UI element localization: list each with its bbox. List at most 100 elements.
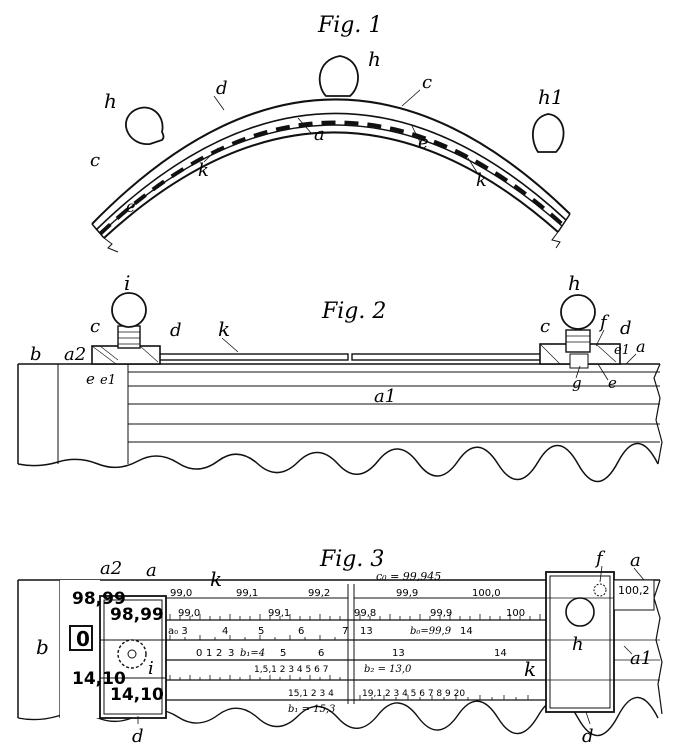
fig1-break-right [551, 231, 561, 249]
fig2-cursor-left [91, 292, 161, 365]
fig3-label-k-low: k [524, 657, 536, 681]
fig3-row3-labels: a₀ 3 4 5 6 7 13 b₀=99,9 14 [168, 626, 473, 637]
fig3-readout-bottom-slider: 14,10 [110, 685, 164, 705]
fig3-label-k-top: k [210, 567, 222, 591]
svg-text:99,1: 99,1 [236, 588, 258, 599]
fig3-label-i: i [148, 658, 154, 679]
fig3-label-a-left: a [146, 560, 157, 581]
fig1-label-d: d [216, 78, 228, 99]
fig3-row6: 19,1 2 3 4 5 6 7 8 9 20 [362, 689, 465, 699]
fig2-label-g: g [572, 374, 582, 392]
svg-text:7: 7 [342, 626, 348, 637]
svg-text:b₁=4: b₁=4 [240, 648, 265, 659]
fig2-label-c-left: c [90, 316, 100, 337]
fig2-label-d-right: d [620, 318, 632, 339]
fig2-strip-k-left [147, 353, 349, 361]
svg-text:b₀=99,9: b₀=99,9 [410, 626, 452, 637]
fig3-zero-box [69, 625, 93, 651]
figure-1: Fig. 1 h h h1 d c a e c k e k [90, 13, 571, 253]
fig1-label-h1-right: h1 [538, 85, 564, 109]
svg-text:99,0: 99,0 [178, 608, 200, 619]
fig3-label-d-left: d [132, 726, 144, 747]
fig1-label-a: a [314, 124, 325, 145]
fig1-label-c-left: c [90, 150, 100, 171]
fig3-label-a1: a1 [630, 648, 652, 669]
fig3-scale-ticks [169, 614, 541, 700]
figure-2: Fig. 2 [17, 271, 663, 483]
fig1-label-h-top: h [368, 47, 381, 71]
fig1-label-e-mid: e [418, 132, 429, 153]
fig3-readout-top-slider: 98,99 [110, 605, 164, 625]
svg-text:13: 13 [360, 626, 373, 637]
fig2-label-d-left: d [170, 320, 182, 341]
fig1-inner-arc-a [103, 131, 559, 239]
fig1-label-k-right: k [476, 170, 487, 191]
svg-text:5: 5 [258, 626, 264, 637]
svg-text:6: 6 [318, 648, 324, 659]
svg-text:0: 0 [196, 648, 202, 659]
svg-text:13: 13 [392, 648, 405, 659]
fig2-knob-i [111, 292, 147, 328]
svg-text:99,9: 99,9 [430, 608, 452, 619]
fig1-title: Fig. 1 [317, 13, 382, 38]
fig1-dashed-segments-k [98, 120, 564, 236]
fig2-title: Fig. 2 [321, 299, 386, 324]
fig2-label-f: f [598, 312, 610, 333]
fig3-label-a2: a2 [100, 558, 122, 579]
fig2-cursor-right [539, 294, 621, 369]
svg-text:2: 2 [216, 648, 222, 659]
fig3-screw-f [593, 583, 607, 597]
fig3-label-b: b [36, 635, 49, 659]
svg-text:100: 100 [506, 608, 525, 619]
fig1-label-c-top: c [422, 72, 432, 93]
svg-text:99,9: 99,9 [396, 588, 418, 599]
fig2-label-k: k [218, 317, 230, 341]
fig1-label-k-left: k [198, 160, 209, 181]
fig2-label-a-right: a [636, 337, 646, 356]
svg-text:4: 4 [222, 626, 228, 637]
fig2-label-e1-left: e1 [100, 373, 116, 388]
fig3-right-tab-value: 100,2 [618, 584, 650, 597]
fig3-title: Fig. 3 [319, 547, 384, 572]
svg-text:14: 14 [460, 626, 473, 637]
fig3-row4-mid: 1,5,1 2 3 4 5 6 7 [254, 665, 328, 675]
fig2-label-e-left: e [86, 370, 95, 388]
fig2-label-e-right: e [608, 374, 617, 392]
fig3-row5: 15,1 2 3 4 [288, 689, 334, 699]
fig3-c0: c₀ = 99,945 [376, 570, 441, 583]
svg-text:100,0: 100,0 [472, 588, 501, 599]
fig3-label-f: f [594, 548, 606, 569]
svg-text:14: 14 [494, 648, 507, 659]
fig1-label-e-left: e [126, 197, 135, 216]
fig2-label-a1: a1 [374, 386, 396, 407]
svg-text:3: 3 [228, 648, 234, 659]
fig2-knob-h [560, 294, 596, 330]
fig3-b2: b₂ = 13,0 [364, 664, 412, 675]
fig2-label-b: b [30, 344, 42, 365]
fig1-knob-left [125, 106, 165, 145]
fig3-readout-top: 98,99 [72, 589, 126, 609]
fig1-knob-right [532, 113, 565, 153]
svg-text:6: 6 [298, 626, 304, 637]
fig1-arc-c [95, 112, 567, 231]
svg-text:99,8: 99,8 [354, 608, 376, 619]
fig3-b1: b₁ = 15,3 [288, 704, 335, 715]
fig1-outer-arc [91, 98, 571, 225]
fig1-knob-top [318, 55, 359, 97]
fig3-row2-labels: 99,0 99,1 99,8 99,9 100 [178, 608, 525, 619]
svg-text:5: 5 [280, 648, 286, 659]
svg-text:99,1: 99,1 [268, 608, 290, 619]
fig3-right-slider [545, 571, 660, 713]
fig3-readout-bottom: 14,10 [72, 669, 126, 689]
fig3-label-a-right: a [630, 550, 641, 571]
fig2-strip-k-right [351, 353, 545, 361]
fig1-label-h-left: h [104, 89, 117, 113]
fig1-break-left [103, 237, 119, 253]
fig2-broken-edge [17, 442, 659, 483]
fig2-label-e1-right: e1 [614, 343, 630, 358]
fig2-label-c-right: c [540, 316, 550, 337]
fig1-arc-e [99, 124, 563, 235]
fig2-label-a2: a2 [64, 344, 86, 365]
fig3-zero-value: 0 [76, 627, 90, 651]
